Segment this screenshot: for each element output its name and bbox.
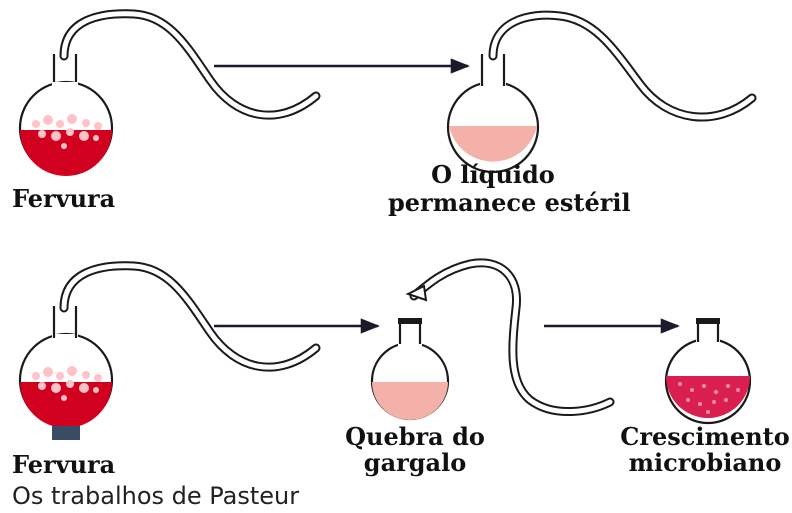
microbe-specks	[678, 382, 740, 414]
label-neck-break-line1: Quebra do	[345, 422, 485, 451]
swan-neck-2	[488, 10, 757, 122]
bubbles-top	[32, 114, 102, 149]
broken-neck-rim	[398, 318, 422, 324]
broken-neck-tip	[405, 284, 428, 302]
flask-sterile	[446, 54, 540, 174]
flame-stand	[52, 426, 80, 440]
label-boiling-top: Fervura	[12, 184, 116, 213]
flask-boiling-bottom	[18, 306, 114, 440]
figure-caption: Os trabalhos de Pasteur	[12, 482, 300, 510]
boiling-liquid-bottom	[20, 382, 112, 428]
label-sterile-line1: O líquido	[431, 160, 555, 189]
label-boiling-bottom: Fervura	[12, 450, 116, 479]
growth-flask-rim	[696, 318, 720, 324]
flask-boiling-top	[18, 54, 114, 176]
sterile-liquid	[449, 126, 537, 162]
boiling-liquid-top	[20, 130, 112, 176]
label-neck-break-line2: gargalo	[363, 448, 467, 477]
label-growth-line1: Crescimento	[620, 422, 790, 451]
label-sterile-line2: permanece estéril	[388, 188, 631, 217]
broken-flask-liquid	[372, 382, 448, 420]
flask-microbial-growth	[664, 318, 752, 425]
flask-broken-neck	[370, 318, 450, 421]
label-growth-line2: microbiano	[628, 448, 782, 477]
bubbles-bottom	[32, 366, 102, 401]
